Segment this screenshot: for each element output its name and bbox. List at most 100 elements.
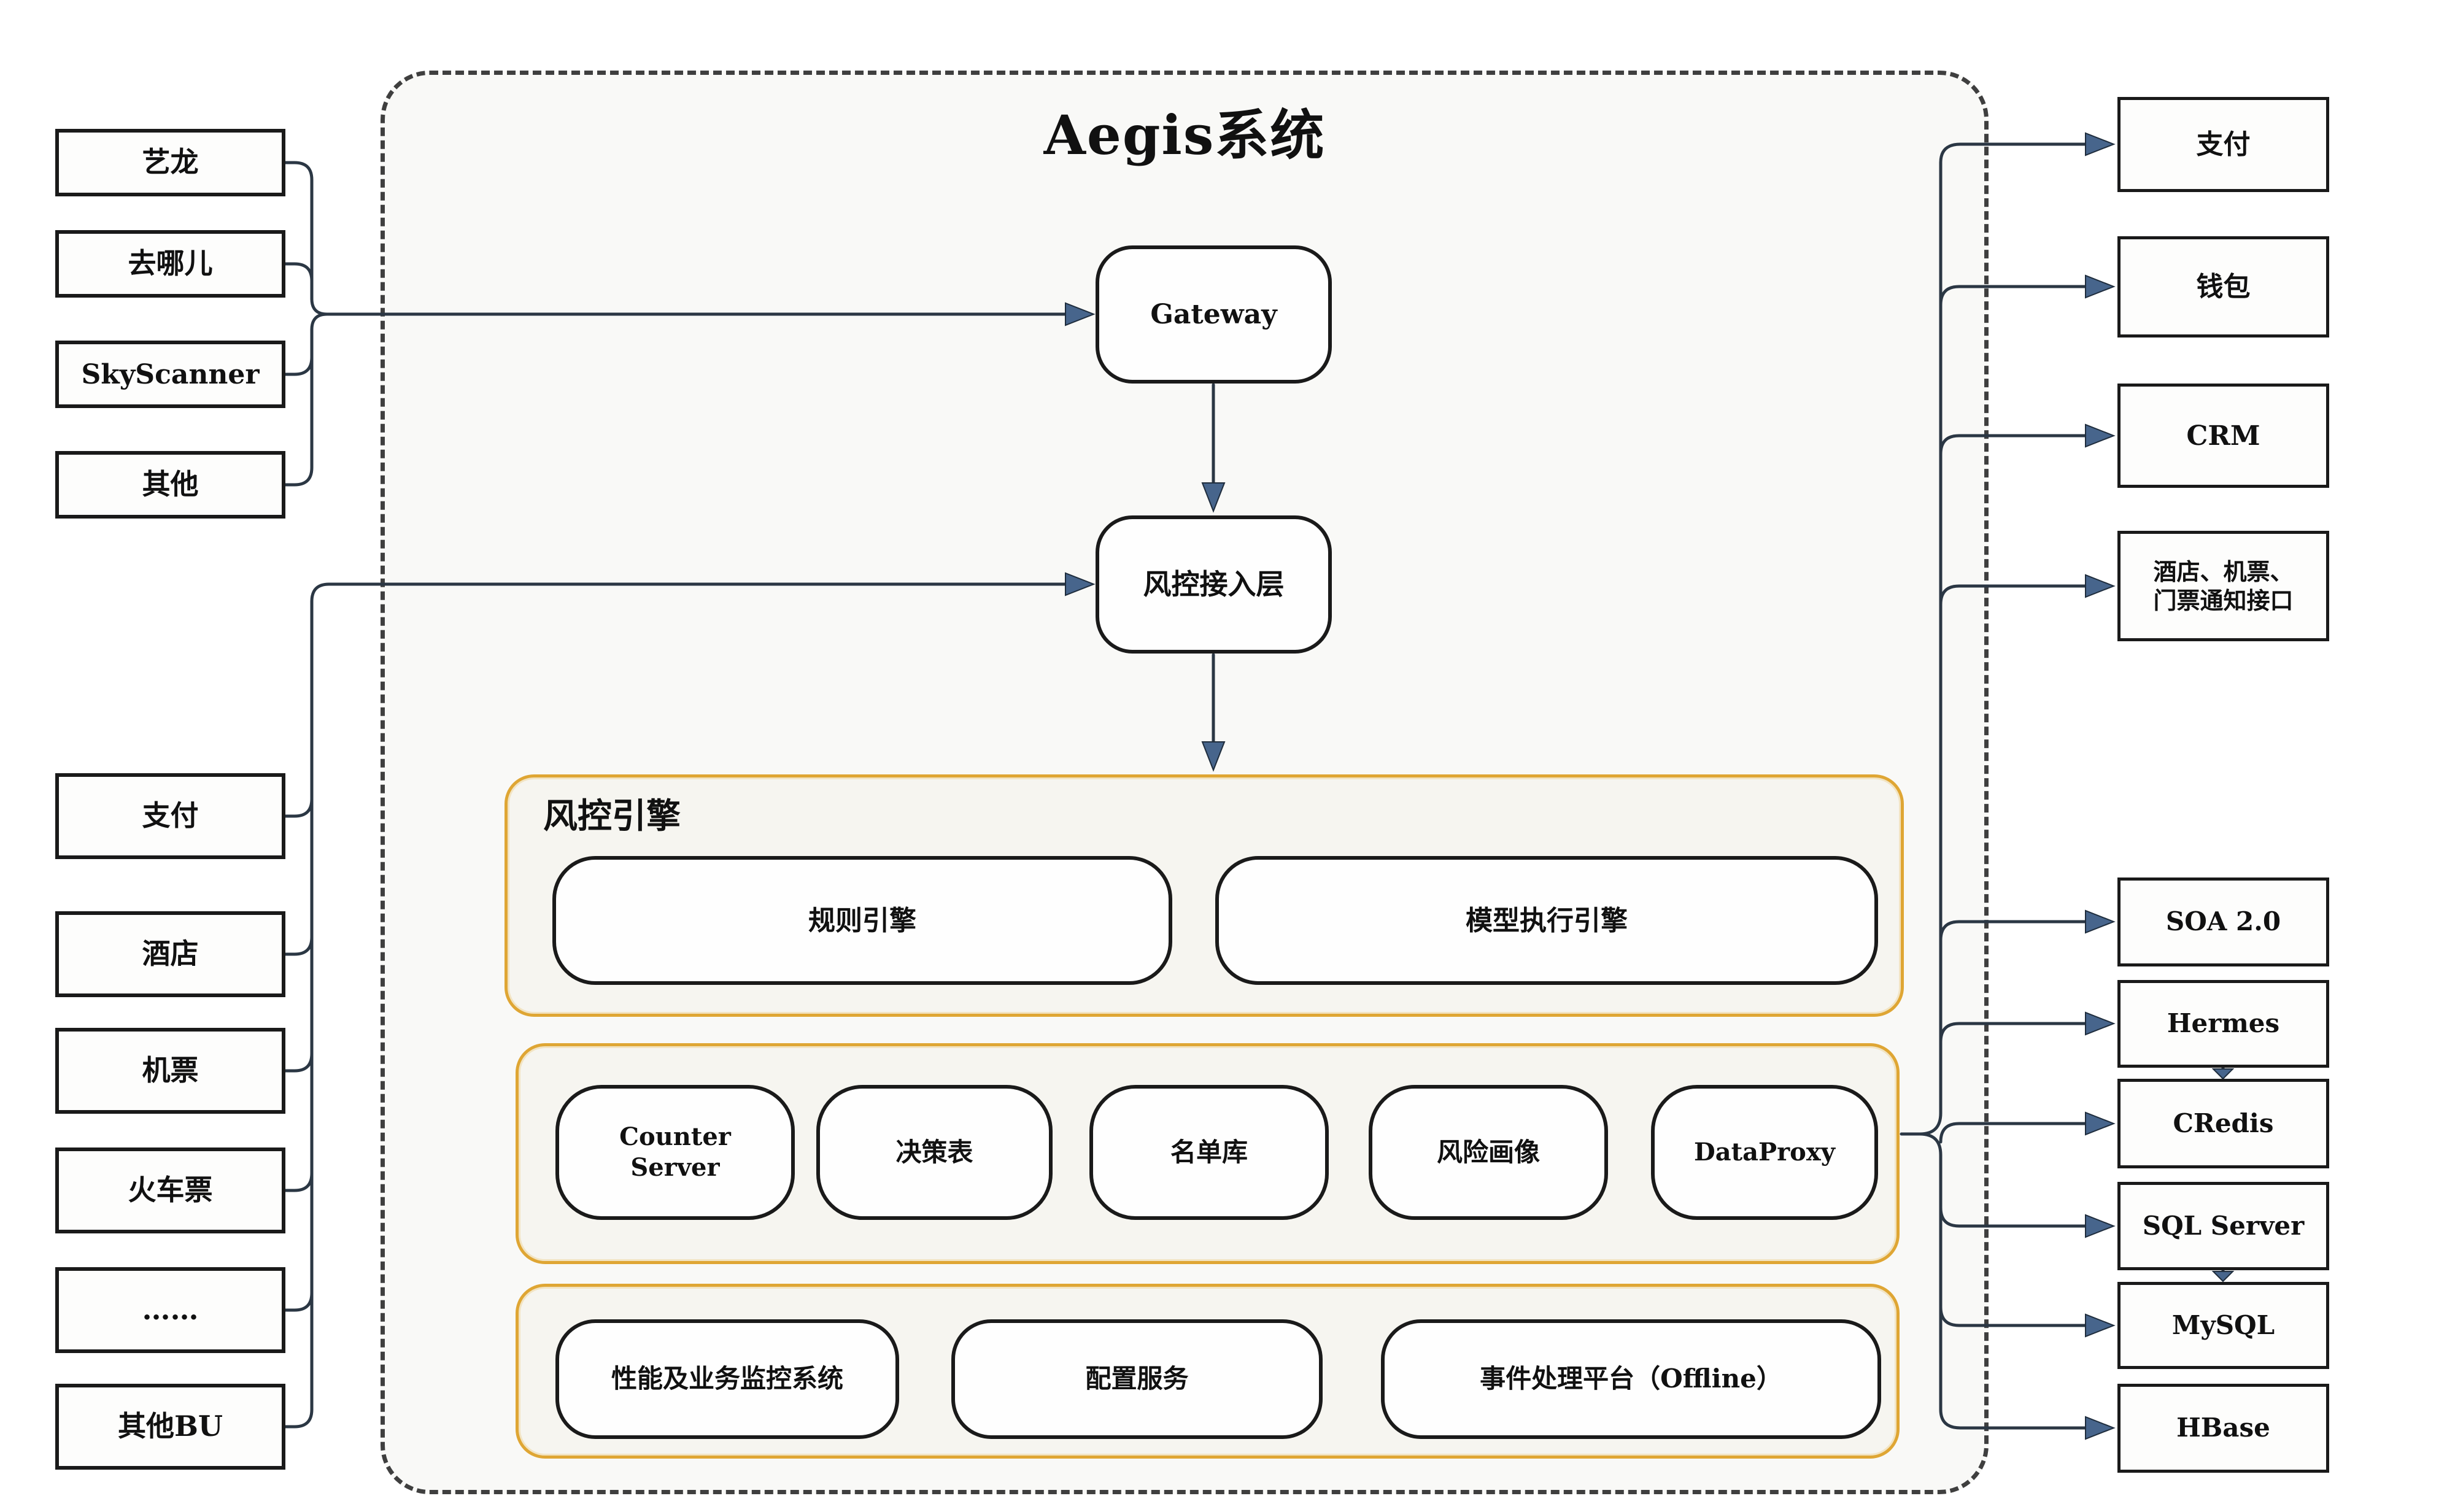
arrowhead-mysql (2085, 1313, 2116, 1338)
arrowhead-soa (2085, 909, 2116, 934)
branch-soa (1939, 920, 2089, 942)
event-platform-label: 事件处理平台（Offline） (1480, 1364, 1782, 1394)
backbone-up (1918, 142, 2089, 1136)
backbone-down (1918, 1132, 2089, 1430)
bracket-tip-top (310, 297, 328, 331)
target-notify-interface-label: 酒店、机票、 门票通知接口 (2153, 557, 2294, 615)
branch-notify (1939, 584, 2089, 606)
event-platform-box: 事件处理平台（Offline） (1381, 1319, 1881, 1439)
dep-mysql-label: MySQL (2171, 1310, 2275, 1340)
source-skyscanner-label: SkyScanner (81, 358, 260, 390)
decision-table-label: 决策表 (895, 1136, 973, 1167)
dep-hbase: HBase (2117, 1384, 2329, 1473)
list-library-label: 名单库 (1170, 1136, 1248, 1167)
dep-hermes-label: Hermes (2167, 1008, 2280, 1039)
dep-hbase-label: HBase (2176, 1413, 2270, 1443)
bu-flight-label: 机票 (142, 1054, 199, 1087)
risk-profile-label: 风险画像 (1436, 1136, 1540, 1167)
source-other: 其他 (55, 451, 285, 519)
dataproxy-label: DataProxy (1694, 1138, 1835, 1167)
bu-ellipsis: …… (55, 1267, 285, 1353)
gateway-box: Gateway (1096, 245, 1332, 384)
gateway-label: Gateway (1150, 299, 1277, 330)
bu-other: 其他BU (55, 1384, 285, 1470)
counter-server-box: Counter Server (555, 1085, 795, 1220)
config-service-box: 配置服务 (951, 1319, 1323, 1439)
dep-sqlserver-label: SQL Server (2142, 1210, 2305, 1241)
arrowhead-down-engine (1201, 741, 1226, 772)
bu-payment-label: 支付 (142, 799, 199, 833)
arrowhead-sqlserver-mysql (2211, 1271, 2235, 1282)
bu-train-label: 火车票 (128, 1173, 213, 1207)
bu-flight: 机票 (55, 1028, 285, 1114)
edge-bu-train (284, 1171, 314, 1192)
branch-mysql (1939, 1305, 2089, 1327)
target-crm: CRM (2117, 384, 2329, 488)
edge-bu-other (284, 1408, 314, 1429)
access-layer-label: 风控接入层 (1143, 567, 1285, 601)
branch-credis (1939, 1122, 2089, 1144)
target-notify-interface: 酒店、机票、 门票通知接口 (2117, 531, 2329, 641)
source-yilong-label: 艺龙 (142, 145, 199, 179)
bu-hotel: 酒店 (55, 911, 285, 997)
edge-qunar (284, 262, 314, 301)
branch-sqlserver (1939, 1206, 2089, 1228)
edge-bu-hotel (284, 935, 314, 956)
arrow-bus-to-access (310, 582, 1069, 1411)
edge-skyscanner (284, 328, 314, 376)
bu-train: 火车票 (55, 1148, 285, 1233)
dep-mysql: MySQL (2117, 1282, 2329, 1369)
source-skyscanner: SkyScanner (55, 341, 285, 408)
branch-hermes (1939, 1022, 2089, 1044)
monitoring-box: 性能及业务监控系统 (555, 1319, 899, 1439)
target-payment-label: 支付 (2196, 129, 2251, 160)
arrowhead-credis (2085, 1111, 2116, 1136)
bu-other-label: 其他BU (118, 1410, 223, 1443)
target-wallet: 钱包 (2117, 236, 2329, 338)
arrowhead-payment-t (2085, 132, 2116, 156)
arrowhead-gateway (1065, 302, 1096, 326)
dep-credis: CRedis (2117, 1079, 2329, 1168)
dep-hermes: Hermes (2117, 980, 2329, 1068)
source-other-label: 其他 (142, 468, 199, 501)
risk-profile-box: 风险画像 (1369, 1085, 1608, 1220)
monitoring-label: 性能及业务监控系统 (611, 1364, 843, 1394)
source-qunar: 去哪儿 (55, 230, 285, 298)
decision-table-box: 决策表 (816, 1085, 1053, 1220)
source-qunar-label: 去哪儿 (128, 247, 213, 280)
edge-bu-flight (284, 1052, 314, 1073)
rule-engine-label: 规则引擎 (808, 904, 916, 936)
counter-server-label: Counter Server (619, 1122, 731, 1182)
dep-credis-label: CRedis (2173, 1108, 2274, 1138)
edge-bu-payment (284, 797, 314, 818)
source-yilong: 艺龙 (55, 129, 285, 196)
rule-engine-box: 规则引擎 (552, 856, 1172, 985)
target-crm-label: CRM (2186, 420, 2260, 452)
arrowhead-notify (2085, 574, 2116, 598)
config-service-label: 配置服务 (1085, 1364, 1189, 1394)
arrowhead-hermes-credis (2211, 1068, 2235, 1080)
arrowhead-wallet (2085, 274, 2116, 299)
dep-sqlserver: SQL Server (2117, 1182, 2329, 1270)
target-wallet-label: 钱包 (2196, 271, 2251, 303)
arrowhead-hbase (2085, 1416, 2116, 1440)
dep-soa-label: SOA 2.0 (2165, 906, 2281, 937)
bu-ellipsis-label: …… (142, 1293, 199, 1327)
target-payment: 支付 (2117, 97, 2329, 192)
arrowhead-access (1065, 572, 1096, 596)
arrowhead-sqlserver (2085, 1214, 2116, 1238)
arrowhead-crm (2085, 423, 2116, 448)
branch-crm (1939, 434, 2089, 456)
dep-soa: SOA 2.0 (2117, 878, 2329, 966)
edge-yilong (284, 161, 314, 301)
arrowhead-down-access (1201, 482, 1226, 513)
bu-hotel-label: 酒店 (142, 937, 199, 971)
model-engine-label: 模型执行引擎 (1466, 904, 1628, 936)
access-layer-box: 风控接入层 (1096, 515, 1332, 654)
diagram-title: Aegis系统 (1043, 103, 1326, 167)
risk-engine-panel-label: 风控引擎 (543, 796, 681, 836)
arrowhead-hermes (2085, 1011, 2116, 1036)
bu-payment: 支付 (55, 773, 285, 859)
edge-other-source (284, 328, 314, 487)
